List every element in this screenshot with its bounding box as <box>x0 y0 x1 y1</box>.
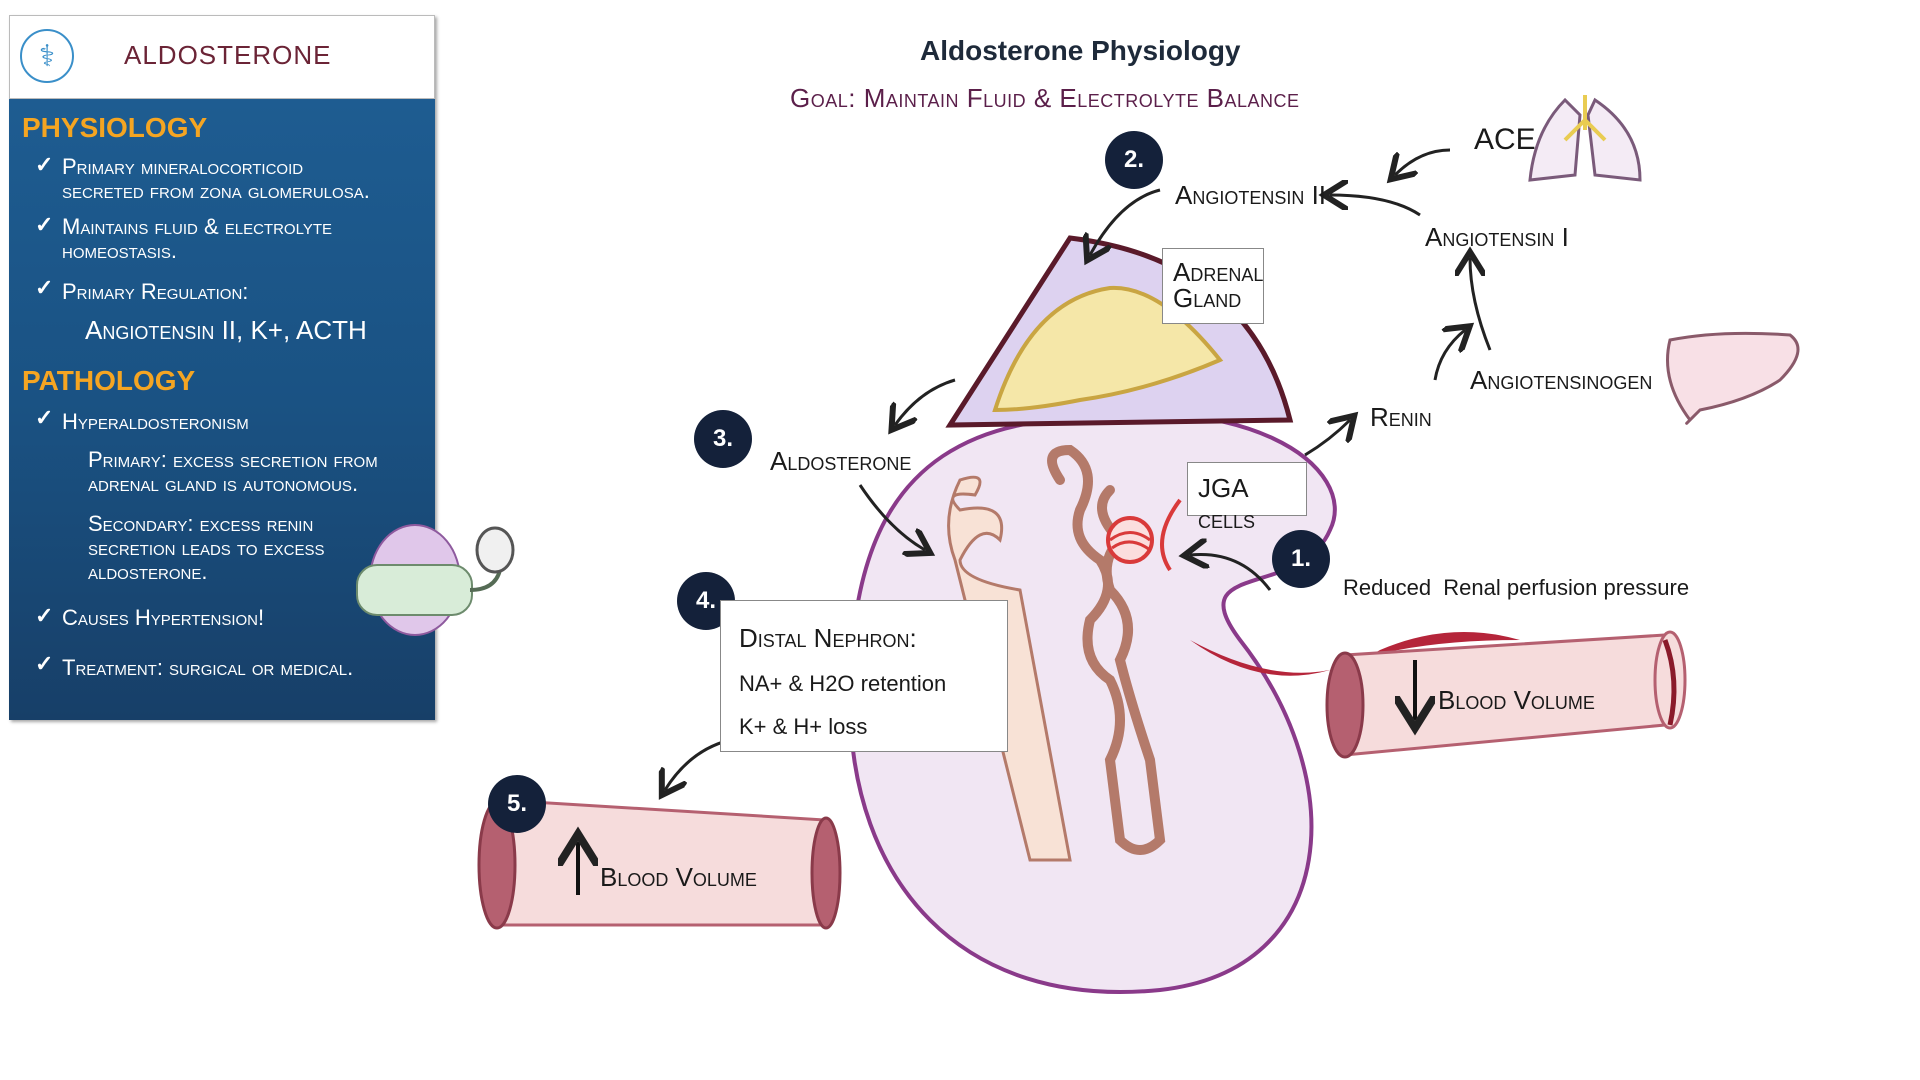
arrow-aldosterone-to-nephron <box>858 484 925 550</box>
step-badge-3: 3. <box>694 410 752 468</box>
nephron-loop <box>1047 444 1166 855</box>
diagram-subtitle: Goal: Maintain Fluid & Electrolyte Balan… <box>790 83 1300 113</box>
check-icon: ✓ <box>35 405 54 430</box>
hyperaldosteronism-item: Hyperaldosteronism <box>62 409 249 434</box>
check-icon: ✓ <box>35 651 54 676</box>
arrow-jga-to-renin <box>1304 420 1350 457</box>
step-badge-5: 5. <box>488 775 546 833</box>
arrow-pressure-to-glomerulus <box>1190 554 1272 591</box>
angiotensin-2-label: Angiotensin II <box>1175 180 1327 210</box>
diagram-title: Aldosterone Physiology <box>920 35 1241 66</box>
blood-volume-up-label: Blood Volume <box>600 862 757 892</box>
distal-nephron-box: Distal Nephron: NA+ & H2O retention K+ &… <box>720 600 1008 752</box>
check-icon: ✓ <box>35 152 54 177</box>
lungs-illustration <box>1528 95 1642 182</box>
arrow-angiotensinogen-to-ang1 <box>1470 258 1492 351</box>
adrenal-gland-box: Adrenal Gland <box>1162 248 1264 324</box>
blood-volume-down-label: Blood Volume <box>1438 685 1595 715</box>
check-icon: ✓ <box>35 212 54 237</box>
arrow-ace-to-ang2 <box>1395 148 1451 175</box>
arrow-adrenal-to-aldosterone <box>895 378 956 425</box>
treatment-item: Treatment: surgical or medical. <box>62 655 354 680</box>
panel-title: ALDOSTERONE <box>124 40 332 70</box>
physiology-item-3: Primary Regulation: <box>62 279 249 304</box>
physiology-item-2: Maintains fluid & electrolyte homeostasi… <box>62 214 332 263</box>
secondary-text: Secondary: excess renin secretion leads … <box>88 511 325 584</box>
physiology-heading: PHYSIOLOGY <box>22 112 208 143</box>
primary-text: Primary: excess secretion from adrenal g… <box>88 447 378 496</box>
arrow-ang2-to-adrenal <box>1090 188 1161 255</box>
check-icon: ✓ <box>35 603 54 628</box>
glomerulus <box>1106 516 1154 564</box>
reduced-perfusion-label: Reduced Renal perfusion pressure <box>1343 575 1690 600</box>
regulators-text: Angiotensin II, K+, ACTH <box>85 315 367 345</box>
angiotensinogen-label: Angiotensinogen <box>1470 365 1653 395</box>
aldosterone-label: Aldosterone <box>770 446 912 476</box>
ace-label: ACE <box>1474 123 1536 156</box>
arrow-renin-to-ang1 <box>1433 330 1465 381</box>
step-badge-1: 1. <box>1272 530 1330 588</box>
kidney-bp-cuff-illustration <box>356 524 515 636</box>
liver-illustration <box>1666 331 1800 425</box>
step-badge-2: 2. <box>1105 131 1163 189</box>
causes-item: Causes Hypertension! <box>62 605 265 630</box>
nephron-tubule <box>947 475 1072 862</box>
renin-label: Renin <box>1370 402 1432 432</box>
angiotensin-1-label: Angiotensin I <box>1425 222 1569 252</box>
caduceus-icon: ⚕ <box>20 29 74 83</box>
check-icon: ✓ <box>35 275 54 300</box>
pathology-heading: PATHOLOGY <box>22 365 196 396</box>
physiology-item-1: Primary mineralocorticoid secreted from … <box>62 154 370 203</box>
renal-artery <box>1190 632 1520 676</box>
arrow-ang1-to-ang2 <box>1330 195 1421 217</box>
jga-cells-box: JGA cells <box>1187 462 1307 534</box>
panel-header <box>9 15 435 99</box>
